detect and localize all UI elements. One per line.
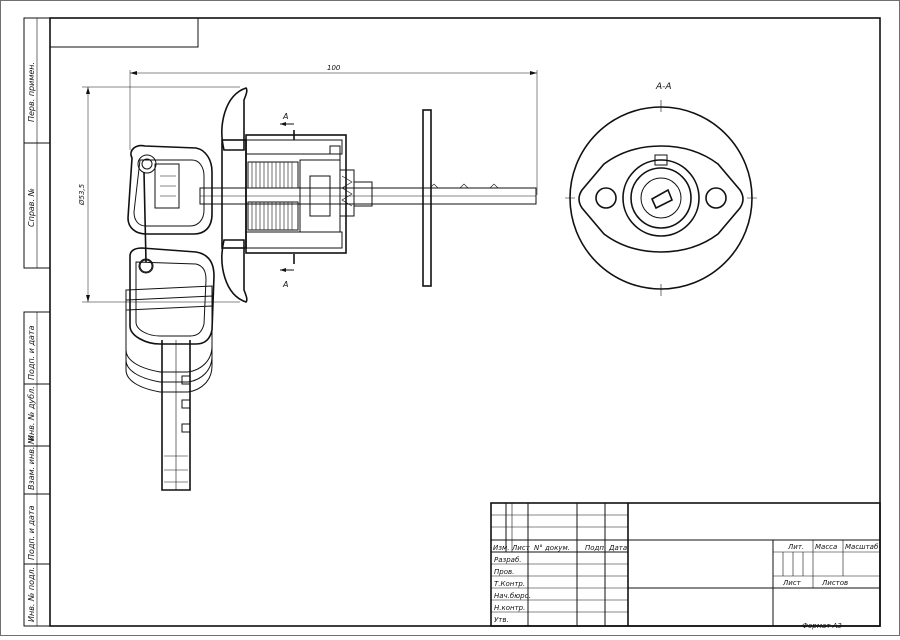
tb-header-sign: Подп. xyxy=(585,544,606,552)
tb-role-tech-control: Т.Контр. xyxy=(494,580,525,588)
tb-role-bureau-head: Нач.бюро. xyxy=(494,592,531,600)
length-dimension: 100 xyxy=(129,64,538,195)
tb-header-doc-no: N° докум. xyxy=(534,544,570,552)
lock-plate xyxy=(422,109,432,287)
section-marks: А А xyxy=(280,112,295,289)
side-label-dup-inv: Инв. № дубл. xyxy=(27,386,36,441)
mounting-plate xyxy=(578,145,744,253)
tb-role-checked: Пров. xyxy=(494,568,514,576)
tb-role-developed: Разраб. xyxy=(494,556,522,564)
diameter-dimension: Ø53,5 xyxy=(78,86,240,303)
length-dimension-label: 100 xyxy=(327,64,341,72)
section-mark-bottom: А xyxy=(282,280,288,289)
tb-mass-label: Масса xyxy=(815,543,837,551)
key-ring xyxy=(143,171,147,263)
side-label-sign-date-2: Подп. и дата xyxy=(27,505,36,560)
flange-top xyxy=(221,87,248,151)
tb-lit-label: Лит. xyxy=(787,543,804,551)
tb-role-norm-control: Н.контр. xyxy=(494,604,525,612)
tb-sheets-label: Листов xyxy=(821,579,848,587)
tb-header-date: Дата xyxy=(608,544,627,552)
tb-role-approved: Утв. xyxy=(494,616,509,624)
key-inserted xyxy=(127,144,213,235)
section-a-a-title: А-А xyxy=(655,82,672,92)
top-left-stamp-box xyxy=(49,17,199,48)
side-strip: Перв. примен. Справ. № Подп. и дата Инв.… xyxy=(23,17,51,627)
tb-header-change: Изм. xyxy=(493,544,509,552)
mounting-hole-right xyxy=(705,187,727,209)
section-mark-top: А xyxy=(282,112,288,121)
flange-bottom xyxy=(221,239,248,303)
side-label-sign-date-1: Подп. и дата xyxy=(27,325,36,380)
tb-sheet-label: Лист xyxy=(782,579,802,587)
side-label-ref-no: Справ. № xyxy=(27,188,36,227)
tb-header-sheet: Лист xyxy=(511,544,531,552)
title-block: Изм. Лист N° докум. Подп. Дата Разраб. П… xyxy=(490,502,881,627)
section-a-a-view: А-А xyxy=(565,82,757,296)
side-label-first-use: Перв. примен. xyxy=(27,62,36,122)
side-label-replace-inv: Взам. инв. № xyxy=(27,436,36,490)
diameter-dimension-label: Ø53,5 xyxy=(78,183,86,206)
side-label-orig-inv: Инв. № подл. xyxy=(27,567,36,622)
key-hanging-stack xyxy=(125,247,215,491)
lock-assembly-view: 100 Ø53,5 xyxy=(78,64,538,491)
cam-key xyxy=(650,188,674,210)
tb-scale-label: Масштаб xyxy=(845,543,879,551)
format-label: Формат А3 xyxy=(802,622,842,630)
mounting-hole-left xyxy=(595,187,617,209)
